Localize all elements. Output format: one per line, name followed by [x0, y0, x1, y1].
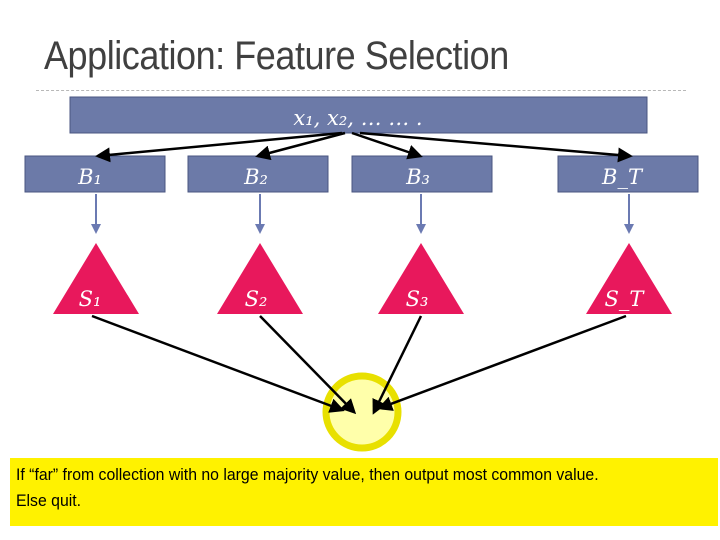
bootstrap-box-t: B_T [557, 155, 699, 193]
distribution-arrows [95, 131, 633, 163]
model-label-2: S₂ [245, 287, 268, 311]
callout-text: If “far” from collection with no large m… [16, 462, 667, 514]
callout-line-2: Else quit. [16, 491, 82, 510]
dataset-box [69, 96, 648, 134]
model-triangle-t: S_T [586, 243, 672, 314]
bootstrap-box-2: B₂ [187, 155, 329, 193]
dataset-label: x₁, x₂, … … . [293, 106, 422, 130]
model-label-3: S₃ [406, 287, 429, 311]
training-arrows [91, 194, 634, 234]
model-triangle-2: S₂ [217, 243, 303, 314]
bootstrap-label-3: B₃ [405, 165, 430, 189]
model-label-1: S₁ [79, 287, 102, 311]
slide-title: Application: Feature Selection [44, 34, 509, 78]
aggregator-circle [322, 372, 402, 452]
bootstrap-label-t: B_T [601, 165, 644, 189]
bootstrap-box-1: B₁ [24, 155, 166, 193]
model-triangle-1: S₁ [53, 243, 139, 314]
title-divider [36, 90, 686, 91]
model-triangle-3: S₃ [378, 243, 464, 314]
callout-shape [10, 422, 718, 526]
bootstrap-box-3: B₃ [351, 155, 493, 193]
callout-line-1: If “far” from collection with no large m… [16, 465, 599, 484]
bootstrap-label-2: B₂ [243, 165, 268, 189]
bootstrap-label-1: B₁ [77, 165, 102, 189]
aggregation-arrows [91, 314, 627, 415]
model-label-t: S_T [605, 287, 646, 311]
